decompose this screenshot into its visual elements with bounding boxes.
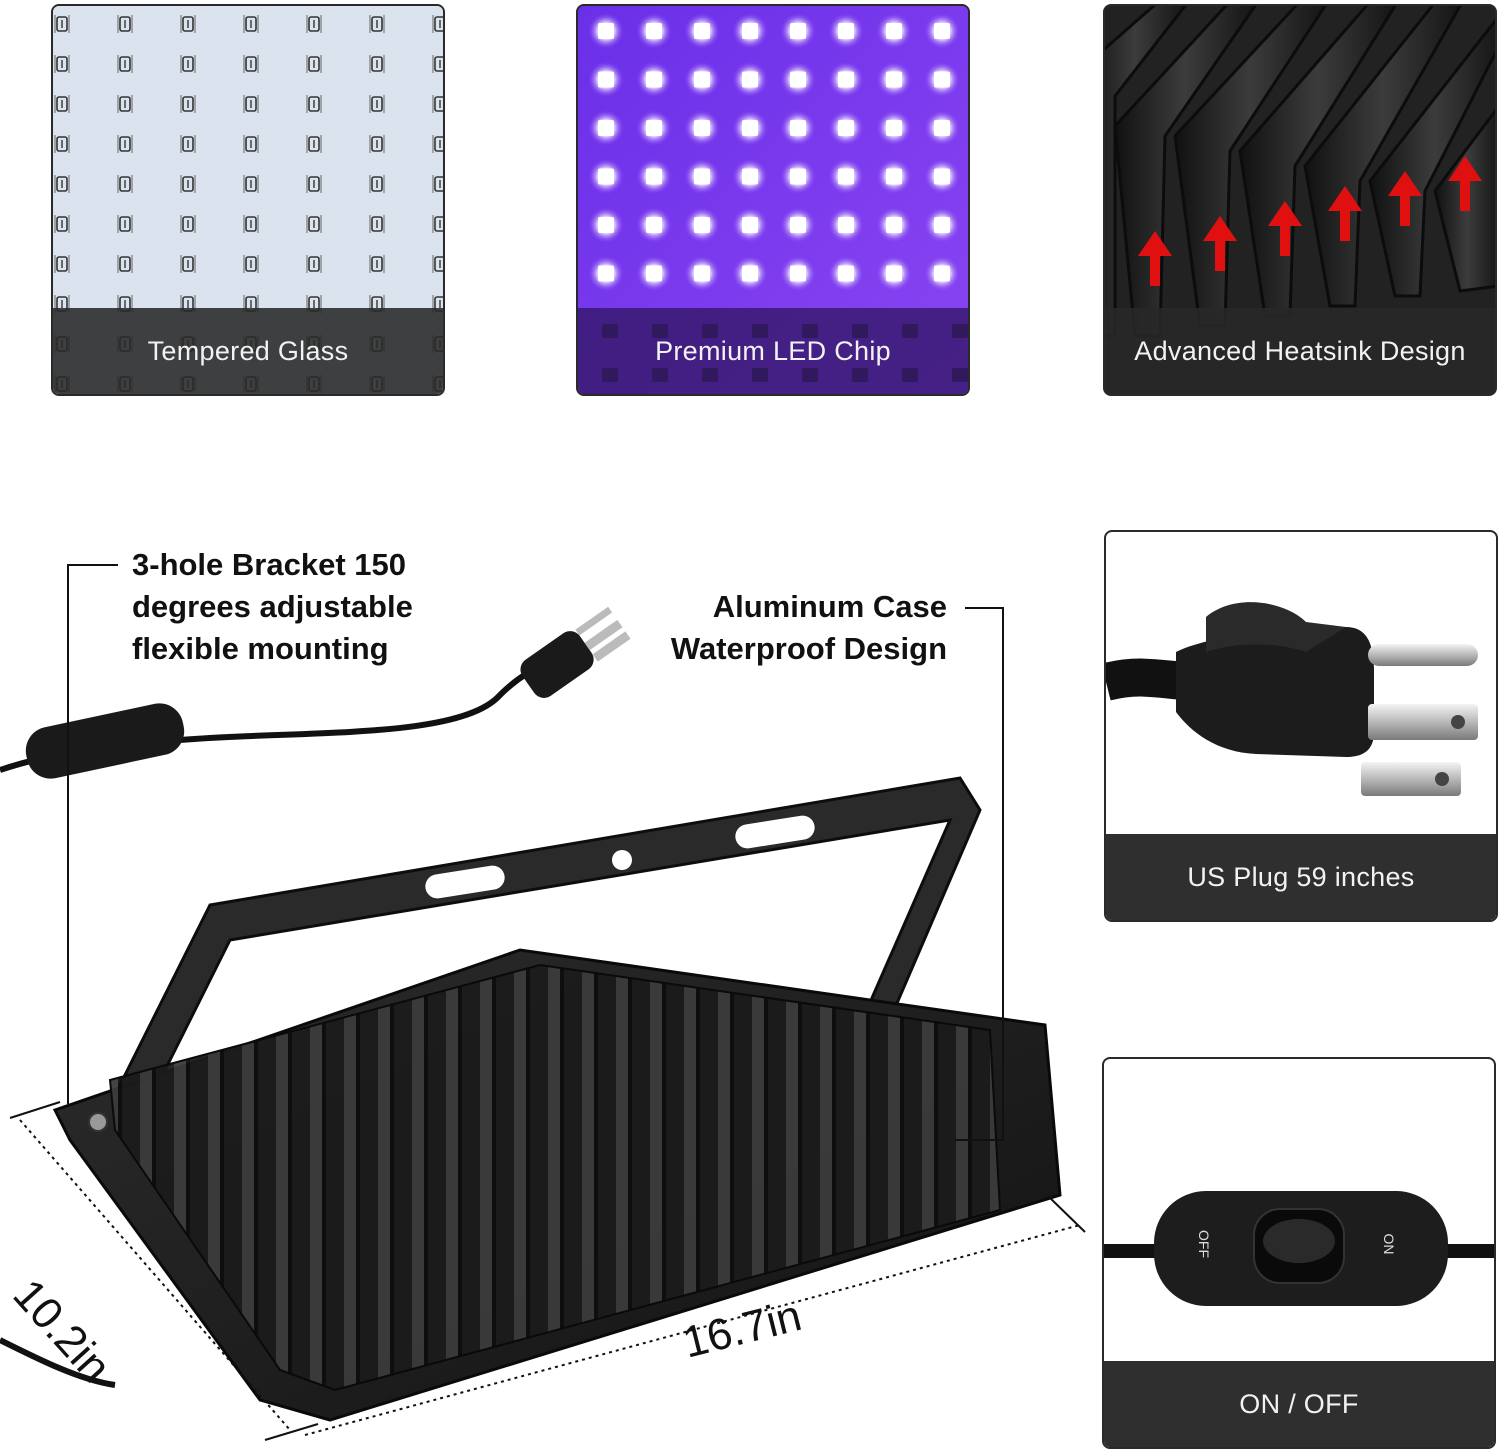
heat-arrows	[1138, 156, 1482, 286]
switch-panel: OFF ON ON / OFF	[1102, 1057, 1496, 1449]
case-callout-line-2: Waterproof Design	[670, 631, 947, 666]
tempered-glass-panel: Tempered Glass	[51, 4, 445, 396]
case-callout: Aluminum Case Waterproof Design	[600, 586, 947, 670]
heatsink-caption: Advanced Heatsink Design	[1105, 308, 1495, 394]
bracket-callout-line-1: 3-hole Bracket 150	[132, 547, 406, 582]
switch-off-label: OFF	[1196, 1230, 1212, 1258]
bracket-callout-line-2: degrees adjustable	[132, 589, 413, 624]
case-callout-line	[955, 607, 1004, 1141]
case-callout-line-1: Aluminum Case	[712, 589, 947, 624]
led-chip-panel: Premium LED Chip	[576, 4, 970, 396]
bracket-callout: 3-hole Bracket 150 degrees adjustable fl…	[132, 544, 413, 670]
us-plug-caption: US Plug 59 inches	[1106, 834, 1496, 920]
plug-icon	[1106, 602, 1478, 796]
us-plug-panel: US Plug 59 inches	[1104, 530, 1498, 922]
led-chip-caption: Premium LED Chip	[578, 308, 968, 394]
switch-on-label: ON	[1381, 1234, 1397, 1255]
tempered-glass-caption: Tempered Glass	[53, 308, 443, 394]
cord-switch	[25, 703, 185, 779]
heatsink-panel: Advanced Heatsink Design	[1103, 4, 1497, 396]
bracket-callout-line-3: flexible mounting	[132, 631, 389, 666]
floodlight-product-illustration	[0, 564, 1086, 1441]
cord-plug	[520, 606, 631, 698]
switch-caption: ON / OFF	[1104, 1361, 1494, 1447]
switch-icon: OFF ON	[1104, 1191, 1494, 1306]
bracket-callout-line	[67, 564, 118, 1105]
